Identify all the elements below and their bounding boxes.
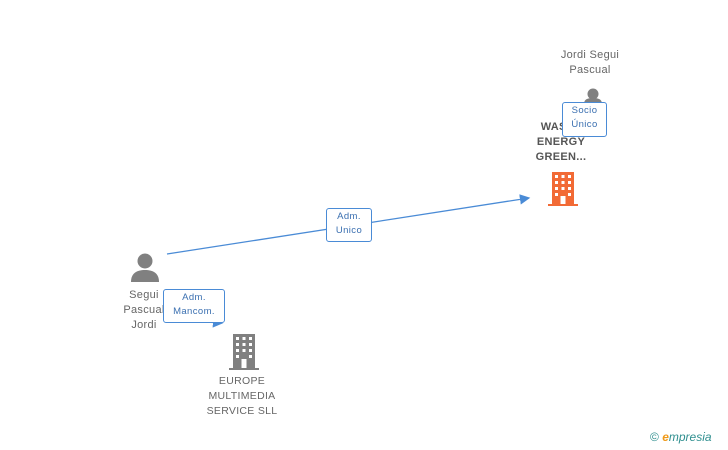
company-waste-name-line3: GREEN... [535,151,587,163]
person-top-name-line2: Pascual [569,64,611,76]
edge-label-socio-unico[interactable]: Socio Único [562,102,607,137]
company-europe-name-line3: SERVICE SLL [206,405,278,417]
company-europe-name[interactable]: EUROPE MULTIMEDIA SERVICE SLL [190,374,294,419]
edge-label-socio-unico-line2: Único [571,119,598,130]
person-left-name-line1: Segui [129,289,159,301]
company-europe-name-line2: MULTIMEDIA [208,390,276,402]
edge-label-adm-unico-line2: Unico [335,225,363,236]
person-left-name[interactable]: Segui Pascual Jordi [106,288,182,333]
brand-e-letter: e [662,430,669,444]
copyright-symbol: © [650,430,659,444]
brand-name-rest: mpresia [668,430,712,444]
edge-label-adm-mancom[interactable]: Adm. Mancom. [163,289,225,323]
building-icon[interactable] [228,334,260,370]
edge-label-adm-unico[interactable]: Adm. Unico [326,208,372,242]
company-europe-name-line1: EUROPE [218,375,266,387]
person-top-name-line1: Jordi Segui [560,49,620,61]
edge-label-adm-mancom-line2: Mancom. [173,306,215,317]
company-waste-name-line2: ENERGY [536,136,586,148]
edge-label-adm-mancom-line1: Adm. [182,292,206,303]
building-icon[interactable] [547,172,579,206]
edge-label-adm-unico-line1: Adm. [337,211,361,222]
person-top-name[interactable]: Jordi Segui Pascual [545,48,635,78]
empresia-logo: © empresia [650,430,712,444]
person-left-name-line3: Jordi [131,319,157,331]
person-left-name-line2: Pascual [123,304,165,316]
edge-label-socio-unico-line1: Socio [571,105,598,116]
person-icon[interactable] [130,253,160,282]
